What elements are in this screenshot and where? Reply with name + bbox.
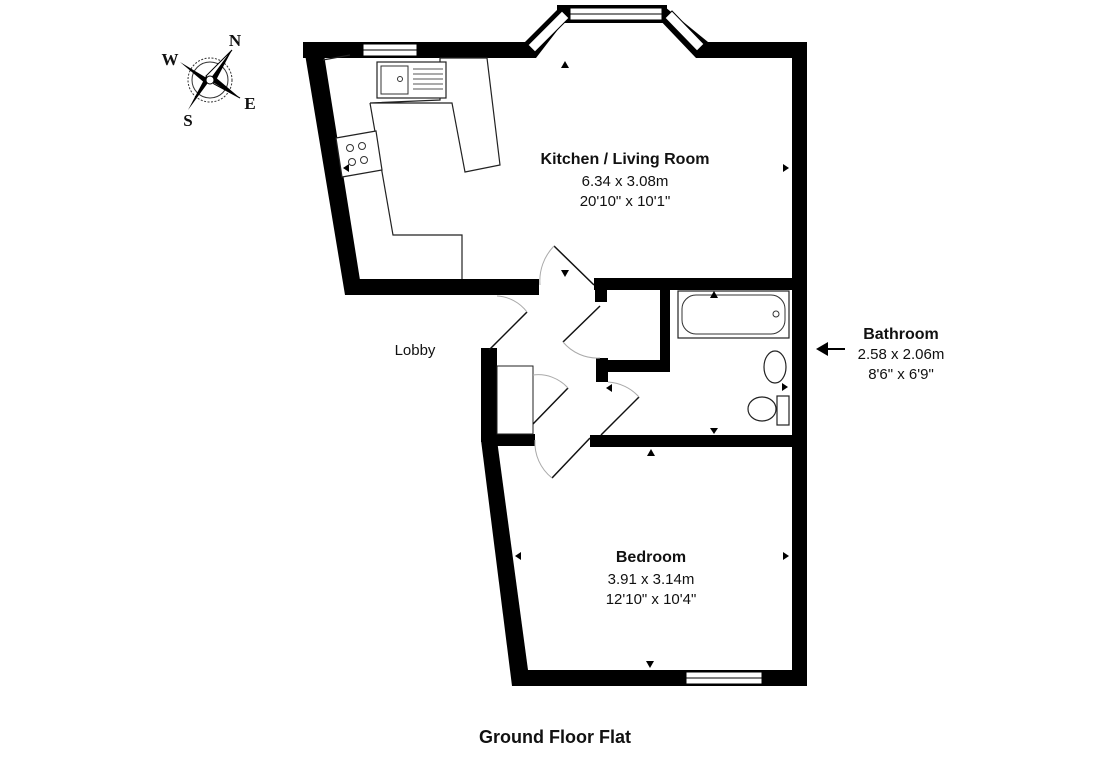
compass-east: E [244,94,255,113]
compass-west: W [162,50,179,69]
kitchen-fixtures [322,54,501,279]
basin-icon [763,350,787,384]
bathroom-name: Bathroom [863,326,939,343]
bath-icon [677,290,790,339]
kitchen-name: Kitchen / Living Room [541,151,710,168]
kitchen-imperial: 20'10" x 10'1" [580,193,671,210]
compass-south: S [183,111,192,130]
compass-rose-icon [180,49,241,110]
bedroom-name: Bedroom [616,549,686,566]
walls [303,5,807,686]
cupboard [496,365,534,435]
bedroom-imperial: 12'10" x 10'4" [606,591,697,608]
lobby-name: Lobby [395,342,436,359]
bedroom-metric: 3.91 x 3.14m [608,571,695,588]
arrow-left-icon [816,342,845,356]
floor-title: Ground Floor Flat [479,727,631,747]
bathroom-imperial: 8'6" x 6'9" [868,366,934,383]
toilet-icon [776,395,790,426]
hob-icon [335,130,383,178]
bathroom-metric: 2.58 x 2.06m [858,346,945,363]
bathroom-fixtures [677,290,790,426]
doors[interactable] [488,245,640,479]
compass-north: N [229,31,242,50]
kitchen-metric: 6.34 x 3.08m [582,173,669,190]
windows [362,7,763,685]
sink-icon [376,61,447,99]
dimension-markers [343,61,789,668]
